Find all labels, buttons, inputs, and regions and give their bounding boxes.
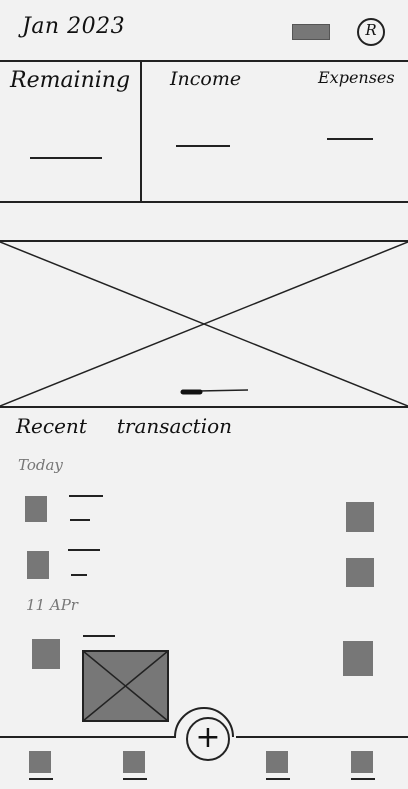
amount-placeholder bbox=[346, 502, 374, 532]
transaction-subtitle-placeholder bbox=[71, 574, 87, 576]
image-placeholder-icon bbox=[82, 650, 169, 722]
group-label-date: 11 APr bbox=[26, 596, 78, 614]
summary-top-divider bbox=[0, 60, 408, 62]
income-label: Income bbox=[170, 68, 242, 90]
transaction-title-placeholder bbox=[68, 549, 100, 551]
nav-icon bbox=[29, 751, 51, 773]
image-placeholder-icon bbox=[0, 240, 408, 408]
summary-column-divider bbox=[140, 60, 142, 202]
transaction-title-placeholder bbox=[69, 495, 103, 497]
nav-item-2[interactable] bbox=[123, 751, 147, 785]
add-transaction-button[interactable]: + bbox=[186, 717, 230, 761]
amount-placeholder bbox=[346, 558, 374, 587]
group-label-today: Today bbox=[18, 456, 63, 474]
amount-placeholder bbox=[343, 641, 373, 676]
month-title[interactable]: Jan 2023 bbox=[22, 14, 126, 39]
nav-item-4[interactable] bbox=[351, 751, 375, 785]
bottom-nav-divider-right bbox=[236, 736, 408, 738]
transaction-title-placeholder bbox=[83, 635, 115, 637]
nav-label-placeholder bbox=[351, 778, 375, 780]
nav-item-1[interactable] bbox=[29, 751, 53, 785]
nav-label-placeholder bbox=[266, 778, 290, 780]
expenses-value-placeholder bbox=[327, 138, 373, 140]
income-value-placeholder bbox=[176, 145, 230, 147]
expenses-label: Expenses bbox=[318, 68, 395, 87]
category-icon bbox=[27, 551, 49, 579]
recent-title-word-2: transaction bbox=[116, 414, 233, 438]
remaining-label: Remaining bbox=[10, 68, 131, 93]
fab-cutout bbox=[174, 707, 234, 738]
plus-icon: + bbox=[195, 720, 221, 755]
nav-icon bbox=[266, 751, 288, 773]
category-icon bbox=[25, 496, 47, 522]
category-icon bbox=[32, 639, 60, 669]
chart-scroll-indicator[interactable] bbox=[180, 389, 249, 395]
transaction-subtitle-placeholder bbox=[70, 519, 90, 521]
user-avatar-icon[interactable]: R bbox=[357, 18, 385, 46]
recent-title-word-1: Recent bbox=[16, 414, 87, 438]
nav-item-3[interactable] bbox=[266, 751, 290, 785]
summary-bottom-divider bbox=[0, 201, 408, 203]
nav-icon bbox=[123, 751, 145, 773]
menu-button[interactable] bbox=[292, 24, 330, 40]
avatar-letter: R bbox=[365, 21, 377, 39]
recent-transaction-title: Recent transaction bbox=[16, 414, 232, 438]
nav-label-placeholder bbox=[29, 778, 53, 780]
nav-label-placeholder bbox=[123, 778, 147, 780]
nav-icon bbox=[351, 751, 373, 773]
bottom-nav-divider-left bbox=[0, 736, 176, 738]
remaining-value-placeholder bbox=[30, 157, 102, 159]
